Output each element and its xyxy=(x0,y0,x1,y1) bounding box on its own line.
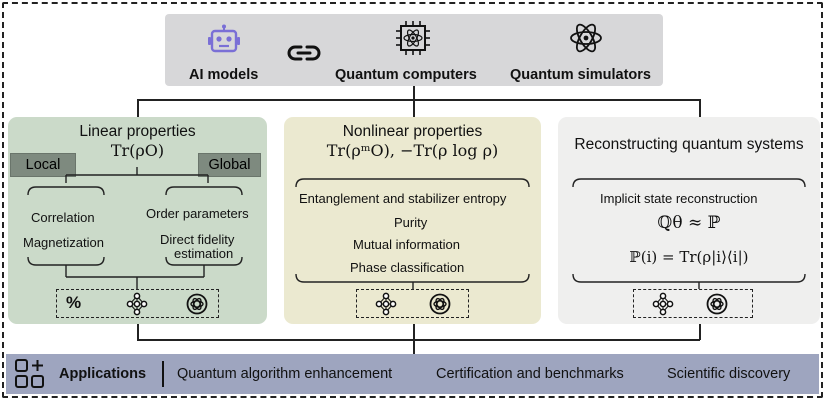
applications-divider xyxy=(162,361,164,387)
order-parameters-label: Order parameters xyxy=(146,206,249,221)
nonlinear-bracket-lines xyxy=(295,178,530,289)
nonlinear-formula: Tr(ρᵐO), −Tr(ρ log ρ) xyxy=(326,141,499,160)
phase-classification-label: Phase classification xyxy=(350,260,465,275)
global-tag: Global xyxy=(198,153,261,177)
nonlinear-title: Nonlinear properties xyxy=(342,123,483,140)
app-scientific-discovery: Scientific discovery xyxy=(667,366,791,382)
reconstruct-panel: Reconstructing quantum systems Implicit … xyxy=(558,117,820,324)
bottom-connector-linear xyxy=(137,324,139,340)
applications-label: Applications xyxy=(59,366,147,382)
app-quantum-algorithm: Quantum algorithm enhancement xyxy=(177,366,393,382)
quantum-chip-icon xyxy=(396,21,430,55)
ai-models-label: AI models xyxy=(189,67,259,83)
sources-bar: AI models Quantum computers Quantum simu… xyxy=(165,14,663,86)
purity-label: Purity xyxy=(394,215,428,230)
robot-icon xyxy=(208,24,240,53)
recon-models-box xyxy=(633,289,753,318)
applications-bar: Applications Quantum algorithm enhanceme… xyxy=(6,354,819,394)
link-icon xyxy=(287,45,321,61)
outer-dashed-frame xyxy=(2,2,823,398)
atom-icon xyxy=(570,23,602,53)
quantum-computers-label: Quantum computers xyxy=(335,67,477,83)
percent-ml-icon: % xyxy=(66,293,82,312)
connector-recon xyxy=(699,99,701,117)
top-connector-vertical xyxy=(413,86,415,100)
recon-title: Reconstructing quantum systems xyxy=(574,136,804,153)
quantum-simulators-label: Quantum simulators xyxy=(510,67,651,83)
local-tag: Local xyxy=(10,153,76,177)
bottom-connector-recon xyxy=(699,324,701,340)
recon-formula-1: ℚθ ≈ ℙ xyxy=(657,213,721,233)
recon-formula-2: ℙ(i) = Tr(ρ|i⟩⟨i|) xyxy=(629,248,749,266)
recon-bracket-lines xyxy=(572,178,806,289)
entanglement-label: Entanglement and stabilizer entropy xyxy=(299,191,507,206)
linear-models-box: % xyxy=(56,289,219,318)
openai-logo-icon xyxy=(186,293,208,315)
direct-fidelity-label: Direct fidelity xyxy=(160,232,235,247)
app-certification: Certification and benchmarks xyxy=(436,366,624,382)
mutual-information-label: Mutual information xyxy=(353,237,460,252)
linear-formula: Tr(ρO) xyxy=(110,141,165,160)
connector-linear xyxy=(137,99,139,117)
neural-network-icon xyxy=(126,292,148,316)
nonlinear-models-box xyxy=(356,289,469,318)
estimation-label: estimation xyxy=(174,246,234,261)
linear-bracket-lines xyxy=(27,167,243,289)
linear-properties-panel: Linear properties Tr(ρO) Local Global Co… xyxy=(8,117,267,324)
openai-logo-icon xyxy=(706,293,728,315)
implicit-reconstruction-label: Implicit state reconstruction xyxy=(600,191,758,206)
connector-nonlinear xyxy=(413,99,415,117)
nonlinear-properties-panel: Nonlinear properties Tr(ρᵐO), −Tr(ρ log … xyxy=(284,117,541,324)
bottom-connector-horizontal xyxy=(137,339,700,341)
linear-title: Linear properties xyxy=(79,123,196,140)
correlation-label: Correlation xyxy=(31,210,95,225)
openai-logo-icon xyxy=(429,293,451,315)
magnetization-label: Magnetization xyxy=(23,235,104,250)
neural-network-icon xyxy=(652,292,674,316)
top-connector-horizontal xyxy=(137,99,700,101)
apps-grid-icon xyxy=(15,359,44,388)
neural-network-icon xyxy=(375,292,397,316)
